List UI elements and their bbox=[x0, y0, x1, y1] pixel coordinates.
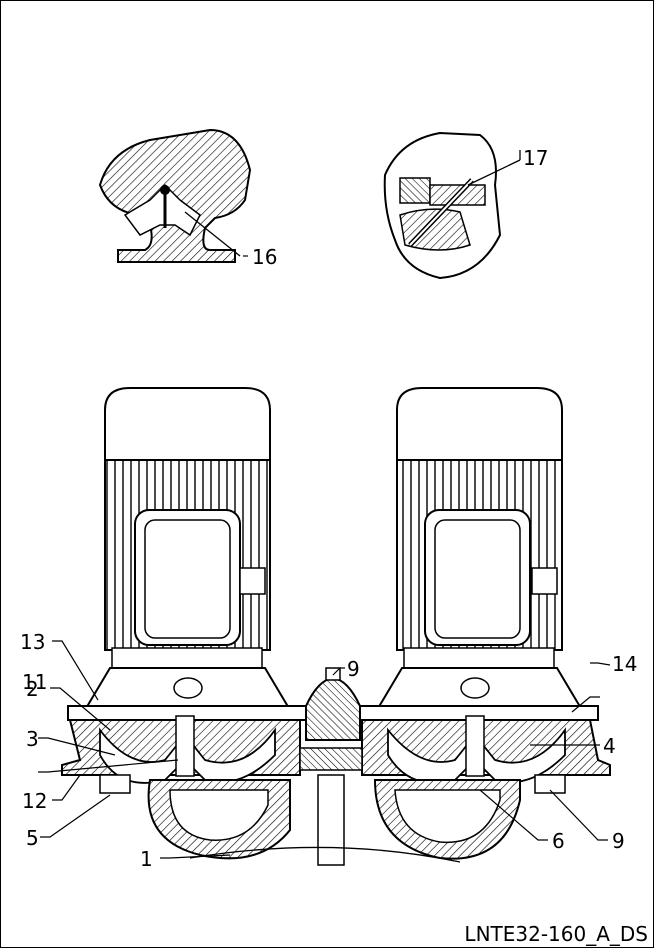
callout-labels: 1 2 3 4 5 6 9 9 11 12 13 14 16 17 bbox=[20, 146, 637, 871]
callout-4: 4 bbox=[603, 734, 616, 758]
callout-2: 2 bbox=[26, 677, 39, 701]
callout-14: 14 bbox=[612, 652, 637, 676]
callout-13: 13 bbox=[20, 630, 45, 654]
callout-9-top: 9 bbox=[347, 657, 360, 681]
callout-9-right: 9 bbox=[612, 829, 625, 853]
callout-12: 12 bbox=[22, 789, 47, 813]
drawing-code: LNTE32-160_A_DS bbox=[464, 922, 648, 946]
flange-plates bbox=[67, 667, 599, 741]
detail-view-17 bbox=[383, 131, 521, 280]
pump-casing bbox=[61, 715, 611, 866]
callout-16: 16 bbox=[252, 245, 277, 269]
leader-lines bbox=[38, 255, 611, 859]
callout-5: 5 bbox=[26, 826, 39, 850]
callout-3: 3 bbox=[26, 727, 39, 751]
callout-11: 11 bbox=[22, 670, 47, 694]
motor-left bbox=[83, 387, 292, 711]
callout-1: 1 bbox=[140, 847, 153, 871]
detail-view-16 bbox=[98, 128, 252, 263]
callout-17: 17 bbox=[523, 146, 548, 170]
motor-right bbox=[375, 387, 584, 711]
callout-6: 6 bbox=[552, 829, 565, 853]
